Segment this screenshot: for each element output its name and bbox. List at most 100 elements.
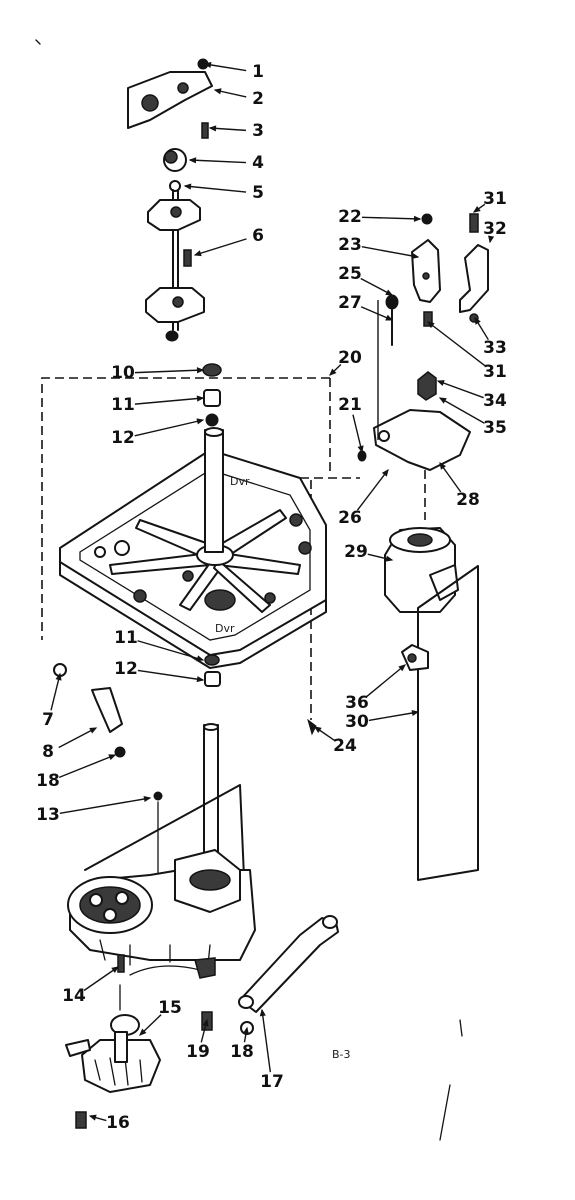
part-2-bracket [127, 71, 213, 129]
part-5-washer [169, 180, 181, 192]
leader-c11a [134, 397, 204, 405]
arrowhead-c21 [357, 445, 364, 454]
leader-c22 [361, 216, 421, 220]
callout-c16: 16 [106, 1113, 130, 1133]
callout-c19: 19 [186, 1042, 210, 1062]
leader-c26 [356, 469, 389, 511]
part-23-switch-plate [411, 239, 441, 303]
leader-c13 [59, 797, 151, 815]
callout-c34: 34 [483, 391, 507, 411]
connector-24 [307, 718, 317, 736]
arrowhead-c29 [385, 555, 394, 562]
leader-c31b [427, 321, 486, 367]
leader-c34 [437, 380, 484, 399]
arrowhead-c12a [196, 418, 205, 425]
part-32-bracket [459, 244, 489, 313]
arrowhead-c7 [55, 672, 62, 681]
part-6-screw [183, 249, 192, 267]
arrowhead-c33 [474, 316, 481, 325]
center-post [204, 429, 224, 553]
callout-c10: 10 [111, 363, 135, 383]
arrowhead-c27 [385, 314, 394, 321]
part-3-screw [201, 122, 209, 139]
callout-c22: 22 [338, 207, 362, 227]
callout-c36: 36 [345, 693, 369, 713]
callout-c18b: 18 [230, 1042, 254, 1062]
callout-c20: 20 [338, 348, 362, 368]
base-plate: Dvr Dvr [59, 427, 327, 669]
callout-c27: 27 [338, 293, 362, 313]
leader-c8 [58, 727, 97, 749]
leader-c36 [365, 664, 406, 698]
upper-spacers [202, 363, 222, 427]
callout-c25: 25 [338, 264, 362, 284]
arrowhead-c8 [89, 727, 98, 734]
svg-text:Dvr: Dvr [215, 622, 235, 635]
arrowhead-c18a [108, 754, 117, 761]
leader-c12a [134, 419, 204, 437]
arrowhead-c15 [139, 1028, 147, 1036]
part-13-nut [153, 791, 163, 801]
callout-c32: 32 [483, 219, 507, 239]
left-hose-assembly [53, 663, 126, 758]
callout-c8: 8 [42, 742, 54, 762]
arrowhead-c23 [411, 252, 420, 259]
leader-c18a [58, 754, 116, 779]
arrowhead-c20 [329, 368, 337, 376]
arrowhead-c2 [213, 88, 222, 95]
leader-c11b [137, 640, 204, 661]
callout-c15: 15 [158, 998, 182, 1018]
callout-c18a: 18 [36, 771, 60, 791]
arrowhead-c31a [472, 205, 481, 213]
leader-c21 [352, 414, 363, 453]
leader-c30 [368, 711, 419, 722]
arrowhead-c34 [436, 380, 445, 386]
part-12-washer [205, 413, 219, 427]
arrowhead-c24 [313, 726, 322, 733]
callout-c11a: 11 [111, 395, 135, 415]
arrowhead-c14 [111, 966, 120, 973]
callout-c14: 14 [62, 986, 86, 1006]
part-8-link [91, 687, 123, 733]
agitator-spider [109, 509, 301, 613]
arrowhead-c17 [259, 1008, 266, 1017]
callout-c2: 2 [252, 89, 264, 109]
leader-lines [50, 61, 495, 1122]
part-29-motor [384, 470, 459, 629]
arrowhead-c5 [183, 183, 192, 190]
lower-spacers [204, 654, 221, 687]
callout-c21: 21 [338, 395, 362, 415]
top-bearing-assembly [127, 58, 213, 342]
arrowhead-c30 [411, 709, 420, 717]
callout-c23: 23 [338, 235, 362, 255]
part-11-bushing [203, 389, 221, 407]
arrowhead-c3 [208, 125, 217, 132]
callout-c31b: 31 [483, 362, 507, 382]
part-10-seal [202, 363, 222, 377]
callout-c31a: 31 [483, 189, 507, 209]
leader-c5 [184, 185, 247, 193]
callout-c35: 35 [483, 418, 507, 438]
callout-c17: 17 [260, 1072, 284, 1092]
arrowhead-c35 [438, 397, 447, 404]
callout-c24: 24 [333, 736, 357, 756]
part-16-screw [75, 1111, 87, 1129]
leader-c10 [134, 369, 204, 374]
callout-c7: 7 [42, 710, 54, 730]
leader-c6 [194, 238, 247, 256]
callout-c26: 26 [338, 508, 362, 528]
leader-c1 [204, 63, 247, 72]
part-30-cover-panel [401, 565, 479, 881]
arrowhead-c31b [426, 321, 435, 329]
callout-c6: 6 [252, 226, 264, 246]
arrowhead-c36 [398, 664, 406, 672]
arrowhead-c10 [196, 367, 205, 374]
callout-c29: 29 [344, 542, 368, 562]
transmission-assembly [67, 723, 256, 979]
callout-c13: 13 [36, 805, 60, 825]
leader-c4 [189, 159, 247, 164]
switch-bracket-assembly [357, 213, 489, 471]
arrowhead-c19 [202, 1018, 209, 1027]
arrowhead-c26 [381, 468, 389, 477]
